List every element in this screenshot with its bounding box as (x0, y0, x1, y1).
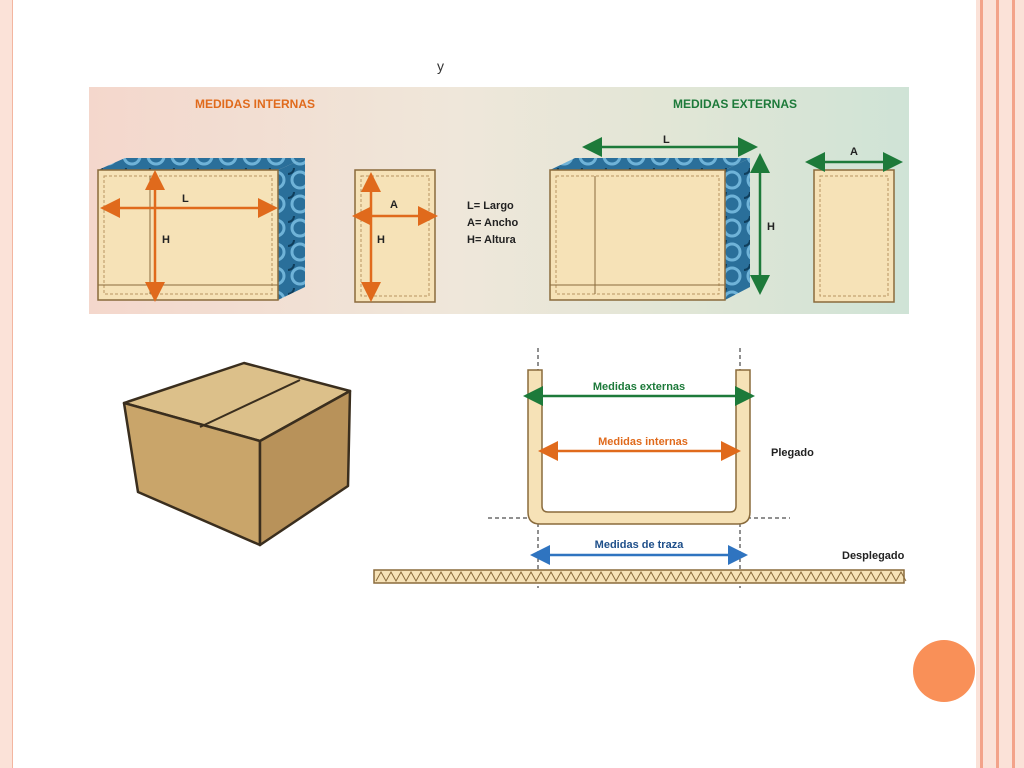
external-label-a: A (850, 146, 858, 158)
legend-altura: H= Altura (467, 234, 517, 246)
internal-side-label-h: H (377, 234, 385, 246)
external-measure-label: Medidas externas (593, 381, 685, 393)
slide-accent-dot (913, 640, 975, 702)
folded-board (527, 369, 751, 525)
internal-measure-label: Medidas internas (598, 436, 688, 448)
internal-side-illustration (354, 169, 436, 303)
internal-label-l: L (182, 193, 189, 205)
internal-label-a: A (390, 199, 398, 211)
external-side-illustration (813, 169, 895, 303)
border-stripe (980, 0, 983, 768)
external-label-h: H (767, 221, 775, 233)
heading-external: MEDIDAS EXTERNAS (673, 97, 797, 111)
unfolded-board (373, 569, 907, 584)
unfolded-label: Desplegado (842, 550, 905, 562)
title-fragment: y (437, 58, 444, 74)
trace-measure-label: Medidas de traza (595, 539, 685, 551)
external-label-l: L (663, 134, 670, 146)
slide-right-border (976, 0, 1024, 768)
legend-ancho: A= Ancho (467, 217, 519, 229)
legend-largo: L= Largo (467, 200, 514, 212)
heading-internal: MEDIDAS INTERNAS (195, 97, 315, 111)
folded-label: Plegado (771, 447, 814, 459)
border-stripe (1012, 0, 1015, 768)
slide-left-border (0, 0, 13, 768)
internal-label-h: H (162, 234, 170, 246)
closed-box-illustration (122, 361, 352, 547)
internal-box-illustration (97, 158, 305, 301)
external-box-illustration (549, 158, 750, 301)
border-stripe (996, 0, 999, 768)
